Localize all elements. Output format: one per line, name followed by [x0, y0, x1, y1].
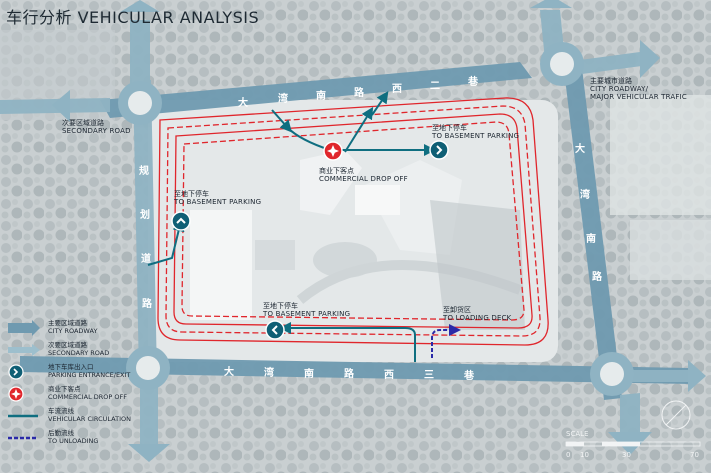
basement-parking-label-left: 至地下停车 TO BASEMENT PARKING [174, 190, 262, 206]
building-center [300, 150, 362, 215]
secondary-road-label: 次要区域道路 SECONDARY ROAD [62, 119, 131, 135]
city-roadway [20, 62, 690, 400]
road-char: 南 [586, 234, 596, 245]
site-circulation-loop [157, 97, 549, 346]
major-road-label: 主要城市道路 CITY ROADWAY/ MAJOR VEHICULAR TRA… [590, 77, 688, 101]
scale-tick: 0 [566, 451, 571, 459]
page-title: 车行分析 VEHICULAR ANALYSIS [6, 8, 260, 27]
road-char: 路 [354, 88, 364, 99]
star-circle-icon [8, 386, 24, 402]
road-char: 大 [575, 144, 585, 155]
road-char: 南 [304, 369, 314, 380]
road-char: 巷 [464, 371, 474, 382]
road-char: 大 [224, 367, 234, 378]
commercial-drop-off-label: 商业下客点 COMMERCIAL DROP OFF [319, 167, 408, 183]
parking-entrance-marker [429, 140, 449, 160]
chevron-circle-icon [8, 364, 24, 380]
road-char: 规 [139, 166, 149, 177]
scale-tick: 30 [622, 451, 631, 459]
road-char: 路 [142, 299, 152, 310]
dashed-line-icon [8, 436, 38, 440]
road-char: 二 [430, 81, 440, 92]
road-char: 路 [592, 272, 602, 283]
wide-road-arrow-icon [8, 320, 40, 336]
parking-entrance-marker [265, 320, 285, 340]
road-arrowheads [52, 0, 706, 462]
road-char: 西 [392, 84, 402, 95]
narrow-road-arrow-icon [8, 344, 40, 356]
road-char: 三 [424, 370, 434, 381]
north-arrow-icon [661, 400, 691, 430]
neighbor-building [610, 95, 711, 215]
building-small [255, 240, 295, 270]
parking-entrance-marker [171, 211, 191, 231]
road-char: 南 [316, 91, 326, 102]
road-char: 湾 [580, 190, 590, 201]
basement-parking-label-top-right: 至地下停车 TO BASEMENT PARKING [432, 124, 520, 140]
road-char: 湾 [264, 368, 274, 379]
road-char: 路 [344, 369, 354, 380]
road-char: 划 [140, 210, 150, 221]
scale-tick: 70 [690, 451, 699, 459]
unloading-route [431, 324, 461, 358]
building-west [190, 210, 252, 320]
neighbor-building [630, 220, 711, 280]
scale-tick: 10 [580, 451, 589, 459]
road-char: 西 [384, 370, 394, 381]
teal-line-icon [8, 414, 38, 418]
landscape-area [430, 200, 525, 330]
road-char: 巷 [468, 77, 478, 88]
road-char: 大 [238, 98, 248, 109]
roundabouts [118, 42, 634, 396]
building-roof [355, 185, 400, 215]
road-char: 道 [141, 254, 151, 265]
scale-label: SCALE [566, 430, 589, 438]
basement-parking-label-bottom: 至地下停车 TO BASEMENT PARKING [263, 302, 351, 318]
loading-deck-label: 至卸货区 TO LOADING DECK [443, 306, 512, 322]
road-char: 湾 [278, 94, 288, 105]
scale-bar [565, 441, 701, 447]
drop-off-marker [323, 141, 343, 161]
